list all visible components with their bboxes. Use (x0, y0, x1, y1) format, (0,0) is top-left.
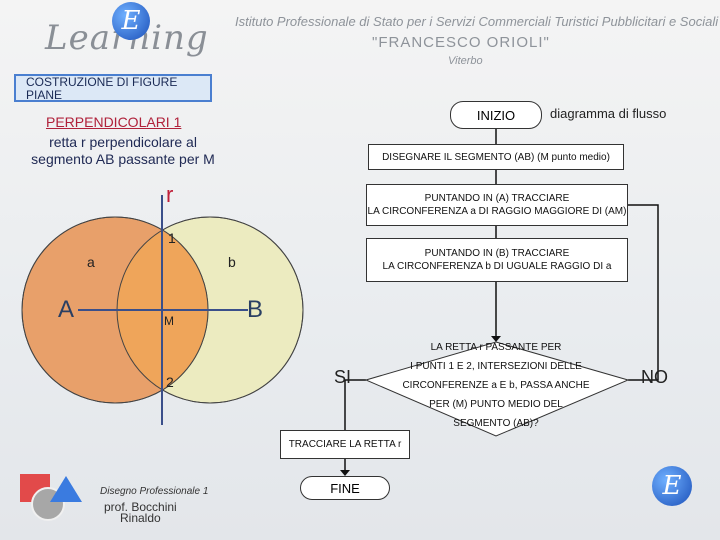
step-draw-line: TRACCIARE LA RETTA r (280, 430, 410, 459)
label-circle-b: b (228, 254, 236, 270)
label-point-B: B (247, 296, 264, 323)
step-draw-line-label: TRACCIARE LA RETTA r (288, 439, 402, 450)
lesson-title-box: COSTRUZIONE DI FIGURE PIANE (14, 74, 212, 102)
lesson-title-line2: PIANE (26, 88, 63, 102)
label-point-M: M (164, 314, 174, 328)
triangle-icon (50, 476, 82, 502)
decision-line-4: PER (M) PUNTO MEDIO DEL (429, 399, 563, 410)
decision-line-2: I PUNTI 1 E 2, INTERSEZIONI DELLE (410, 361, 582, 372)
label-point-1: 1 (168, 230, 176, 246)
institute-city: Viterbo (448, 55, 483, 67)
step-circle-a-line2: LA CIRCONFERENZA a DI RAGGIO MAGGIORE DI… (367, 206, 627, 217)
start-terminal: INIZIO (450, 101, 542, 129)
label-point-A: A (58, 296, 75, 323)
institute-name: "FRANCESCO ORIOLI" (372, 34, 550, 51)
decision-line-3: CIRCONFERENZE a E b, PASSA ANCHE (402, 380, 590, 391)
decision-diamond (364, 341, 630, 437)
label-point-2: 2 (166, 374, 174, 390)
step-draw-segment: DISEGNARE IL SEGMENTO (AB) (M punto medi… (368, 144, 624, 170)
flowchart-connectors (344, 128, 659, 470)
flowchart-title: diagramma di flusso (550, 106, 667, 121)
step-circle-a: PUNTANDO IN (A) TRACCIARE LA CIRCONFEREN… (366, 184, 628, 226)
label-circle-a: a (87, 254, 95, 270)
institute-line: Istituto Professionale di Stato per i Se… (235, 14, 719, 29)
no-label: NO (641, 367, 668, 387)
step-circle-b: PUNTANDO IN (B) TRACCIARE LA CIRCONFEREN… (366, 238, 628, 282)
footer-author-line1: prof. Bocchini (104, 500, 177, 514)
decision-line-1: LA RETTA r PASSANTE PER (430, 342, 562, 353)
lesson-subtitle: PERPENDICOLARI 1 (46, 114, 182, 130)
label-r: r (166, 182, 174, 207)
lesson-description: retta r perpendicolare al segmento AB pa… (31, 134, 215, 167)
step-circle-b-line2: LA CIRCONFERENZA b DI UGUALE RAGGIO DI a (382, 261, 612, 272)
yes-label: SI (334, 367, 352, 387)
decision-line-5: SEGMENTO (AB)? (453, 418, 539, 429)
step-circle-a-line1: PUNTANDO IN (A) TRACCIARE (424, 193, 570, 204)
end-label: FINE (330, 480, 360, 496)
footer-badge-icon: E (652, 466, 692, 506)
lesson-title-line1: COSTRUZIONE DI FIGURE (26, 75, 178, 89)
end-terminal: FINE (300, 476, 390, 500)
footer-program: Disegno Professionale 1 (100, 486, 209, 497)
start-label: INIZIO (476, 107, 516, 123)
step-draw-segment-label: DISEGNARE IL SEGMENTO (AB) (M punto medi… (382, 151, 610, 163)
circle-overlap (117, 217, 208, 403)
logo-badge-icon: E (112, 2, 150, 40)
step-circle-b-line1: PUNTANDO IN (B) TRACCIARE (424, 248, 570, 259)
footer-author-line2: Rinaldo (120, 511, 161, 525)
decision-text: LA RETTA r PASSANTE PER I PUNTI 1 E 2, I… (386, 338, 606, 433)
